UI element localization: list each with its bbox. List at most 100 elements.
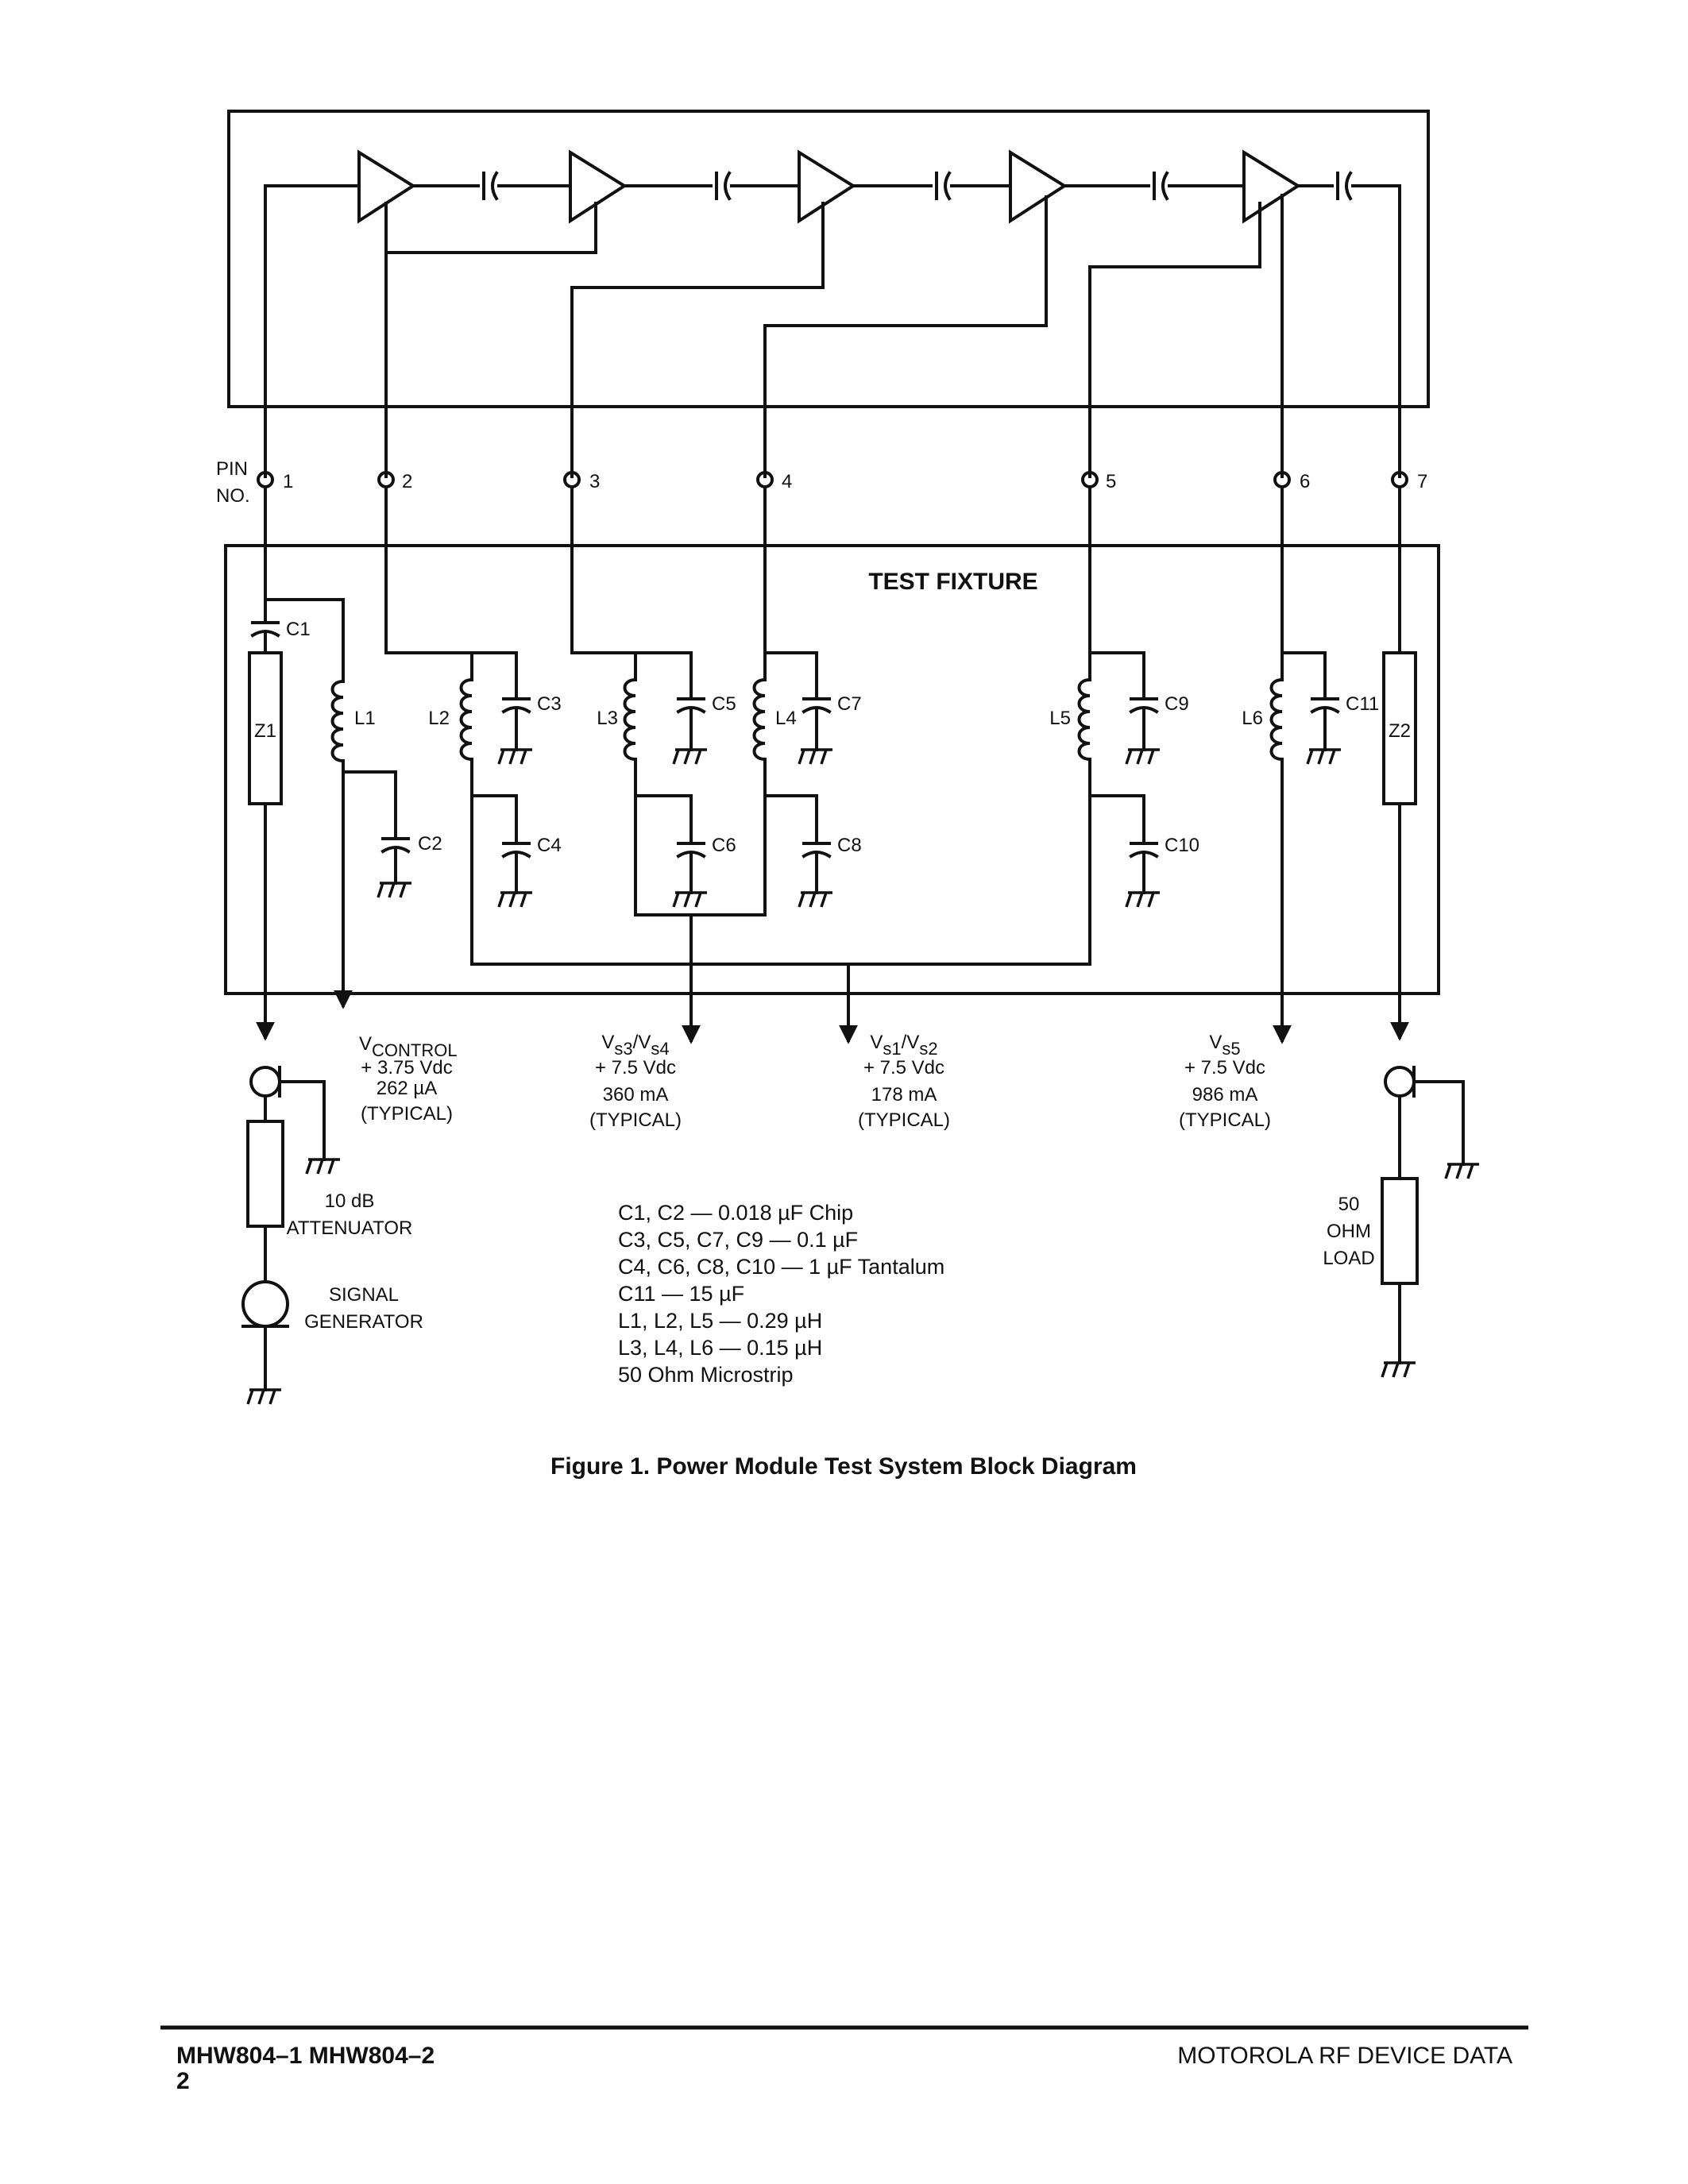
svg-text:Vs1/Vs2: Vs1/Vs2 [870, 1032, 937, 1059]
generator-label-2: GENERATOR [304, 1311, 423, 1333]
parts-list-item: L3, L4, L6 — 0.15 µH [618, 1336, 822, 1360]
vs34-note: (TYPICAL) [589, 1109, 682, 1131]
label-c8: C8 [837, 835, 862, 856]
pin-7: 7 [1391, 471, 1427, 492]
vs34-voltage: + 7.5 Vdc [595, 1057, 676, 1078]
pin-1-number: 1 [283, 471, 293, 492]
vs34-sub1: s3 [614, 1039, 632, 1059]
vcontrol-subscript: CONTROL [372, 1040, 458, 1060]
pin-header-line2: NO. [216, 485, 250, 507]
parts-list-item: 50 Ohm Microstrip [618, 1363, 794, 1387]
label-c6: C6 [712, 835, 736, 856]
label-z1: Z1 [254, 720, 276, 742]
vs5-voltage: + 7.5 Vdc [1184, 1057, 1265, 1078]
vcontrol-voltage: + 3.75 Vdc [361, 1057, 452, 1078]
signal-chain [264, 184, 1401, 478]
load-label-3: LOAD [1323, 1248, 1374, 1269]
input-path [248, 485, 413, 1041]
module-supply-wiring [384, 194, 1284, 478]
pin-4: 4 [756, 471, 792, 492]
svg-text:Vs5: Vs5 [1209, 1032, 1240, 1059]
pin-4-number: 4 [782, 471, 792, 492]
label-l4: L4 [775, 708, 797, 729]
vs12-sub2: s2 [919, 1039, 937, 1059]
footer-page-number: 2 [176, 2068, 190, 2094]
label-c2: C2 [418, 833, 442, 855]
amplifier-4 [1009, 149, 1068, 224]
generator-label-1: SIGNAL [329, 1284, 399, 1306]
label-c4: C4 [537, 835, 562, 856]
label-l6: L6 [1242, 708, 1263, 729]
label-c5: C5 [712, 693, 736, 715]
pin-2: 2 [377, 471, 412, 492]
vs12-note: (TYPICAL) [858, 1109, 950, 1131]
parts-list-item: C11 — 15 µF [618, 1282, 744, 1306]
vs12-current: 178 mA [871, 1084, 937, 1106]
parts-list-item: C4, C6, C8, C10 — 1 µF Tantalum [618, 1255, 944, 1279]
vs34-v: V [601, 1032, 614, 1053]
pin-6: 6 [1273, 471, 1310, 492]
pin-2-number: 2 [402, 471, 412, 492]
label-c3: C3 [537, 693, 562, 715]
pin-5: 5 [1081, 471, 1116, 492]
vs5-note: (TYPICAL) [1179, 1109, 1271, 1131]
footer-part-numbers: MHW804–1 MHW804–2 [176, 2043, 435, 2069]
svg-text:VCONTROL: VCONTROL [359, 1033, 458, 1060]
vcontrol-label: VCONTROL + 3.75 Vdc 262 µA (TYPICAL) [359, 1033, 458, 1125]
vs5-v: V [1209, 1032, 1222, 1053]
amplifier-3 [798, 149, 856, 224]
amplifier-5 [1242, 149, 1301, 224]
vs12-v: V [870, 1032, 883, 1053]
vcontrol-note: (TYPICAL) [361, 1103, 453, 1125]
pin-5-number: 5 [1106, 471, 1116, 492]
parts-list-item: L1, L2, L5 — 0.29 µH [618, 1309, 822, 1333]
pin-header-line1: PIN [216, 458, 248, 480]
vs34-sub2: s4 [651, 1039, 669, 1059]
label-c9: C9 [1165, 693, 1189, 715]
pin-6-number: 6 [1300, 471, 1310, 492]
fifty-ohm-load [1381, 1177, 1419, 1285]
svg-text:Vs3/Vs4: Vs3/Vs4 [601, 1032, 669, 1059]
vs12-sub1: s1 [883, 1039, 901, 1059]
parts-list: C1, C2 — 0.018 µF Chip C3, C5, C7, C9 — … [618, 1201, 944, 1387]
output-path [1382, 485, 1417, 1041]
vs12-voltage: + 7.5 Vdc [863, 1057, 944, 1078]
vs3-path [570, 485, 709, 916]
vcontrol-symbol: V [359, 1033, 372, 1055]
vs1-path [384, 485, 534, 966]
footer-publisher: MOTOROLA RF DEVICE DATA [1177, 2043, 1512, 2069]
vs2-path [470, 485, 1161, 1044]
vs4-path [634, 485, 834, 1044]
label-c11: C11 [1346, 693, 1379, 715]
output-connector [1384, 1066, 1481, 1180]
load-label-1: 50 [1338, 1194, 1360, 1215]
pin-3-number: 3 [589, 471, 600, 492]
vs5-current: 986 mA [1192, 1084, 1258, 1106]
fixture-title: TEST FIXTURE [868, 569, 1037, 595]
attenuator-label-2: ATTENUATOR [287, 1217, 413, 1239]
signal-generator [241, 1280, 289, 1406]
parts-list-item: C1, C2 — 0.018 µF Chip [618, 1201, 853, 1225]
vs12-slash: /V [902, 1032, 920, 1053]
figure-caption: Figure 1. Power Module Test System Block… [550, 1453, 1137, 1480]
vs34-label: Vs3/Vs4 + 7.5 Vdc 360 mA (TYPICAL) [589, 1032, 682, 1131]
label-l2: L2 [428, 708, 450, 729]
vs5-label: Vs5 + 7.5 Vdc 986 mA (TYPICAL) [1179, 1032, 1271, 1131]
attenuator-label-1: 10 dB [325, 1190, 375, 1212]
pin-1: 1 [257, 471, 293, 492]
parts-list-item: C3, C5, C7, C9 — 0.1 µF [618, 1228, 858, 1252]
label-l5: L5 [1049, 708, 1071, 729]
test-fixture-box [224, 544, 1440, 995]
label-c1: C1 [286, 619, 311, 640]
vs34-slash: /V [633, 1032, 651, 1053]
label-l1: L1 [354, 708, 376, 729]
label-c10: C10 [1165, 835, 1199, 856]
vcontrol-current: 262 µA [377, 1078, 438, 1099]
pin-7-number: 7 [1417, 471, 1427, 492]
label-l3: L3 [597, 708, 618, 729]
vs34-current: 360 mA [603, 1084, 669, 1106]
label-c7: C7 [837, 693, 862, 715]
pin-3: 3 [563, 471, 600, 492]
label-z2: Z2 [1389, 720, 1411, 742]
